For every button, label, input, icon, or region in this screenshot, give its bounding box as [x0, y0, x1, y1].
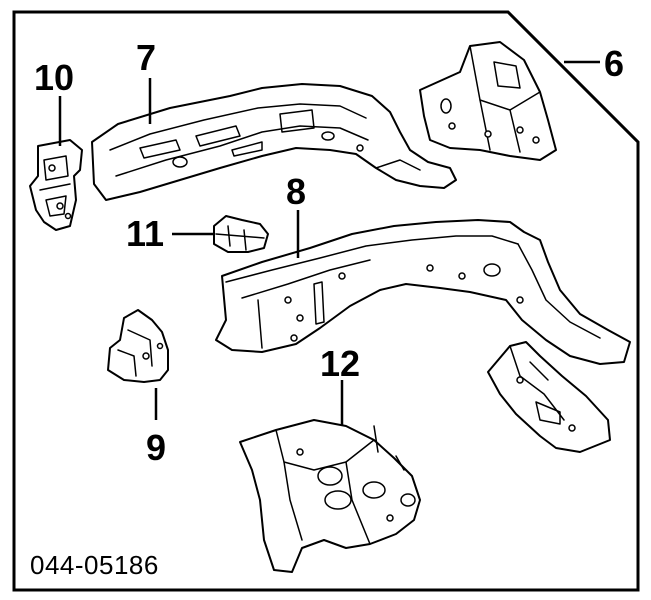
callout-9: 9: [146, 427, 166, 468]
callout-10: 10: [34, 57, 74, 98]
diagram-frame: [12, 10, 640, 592]
part-8-side-member-lower: [215, 219, 631, 365]
callout-8: 8: [286, 171, 306, 212]
callout-11: 11: [126, 213, 164, 254]
part-code-label: 044-05186: [30, 550, 159, 580]
callout-12: 12: [320, 343, 360, 384]
part-7-side-member-upper: [91, 83, 457, 201]
callout-7: 7: [136, 37, 156, 78]
part-unlabeled-bracket: [487, 341, 611, 453]
callout-6: 6: [604, 43, 624, 84]
part-10-bracket: [29, 139, 83, 231]
part-6-apron-bracket: [419, 41, 557, 161]
part-12-mount-bracket: [239, 419, 421, 573]
part-9-bracket: [107, 309, 169, 383]
part-11-clip: [213, 215, 269, 253]
